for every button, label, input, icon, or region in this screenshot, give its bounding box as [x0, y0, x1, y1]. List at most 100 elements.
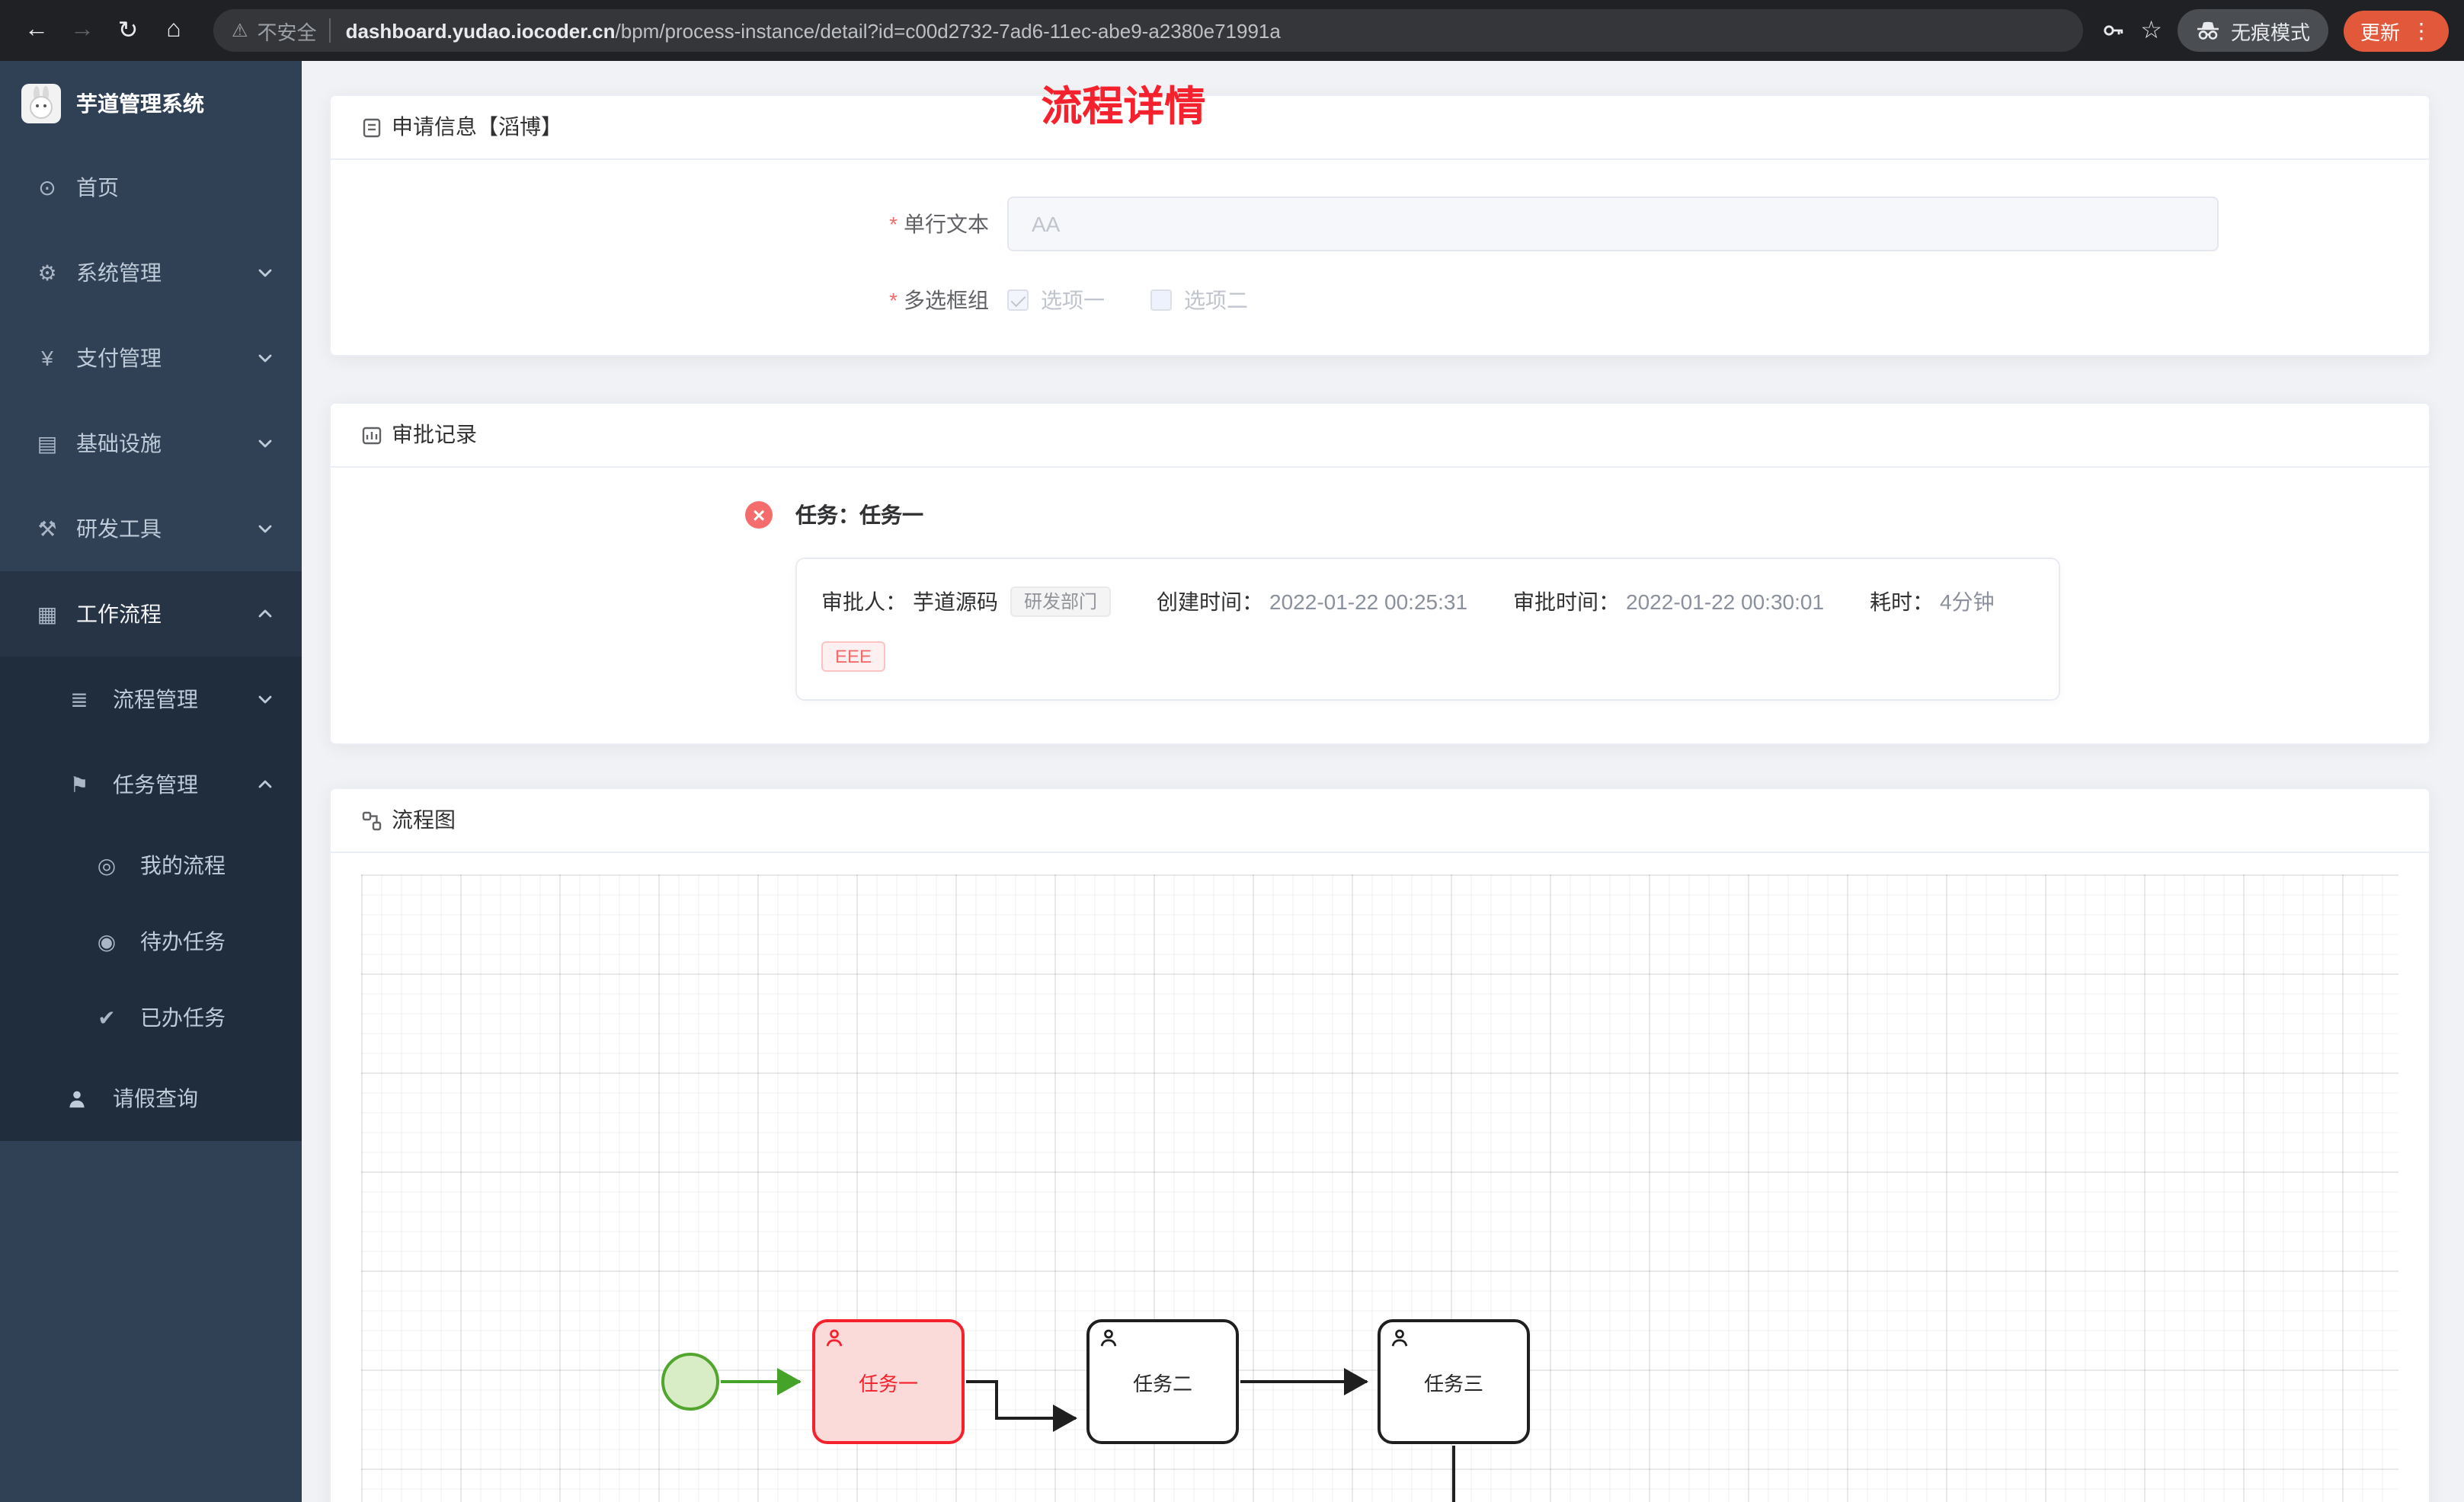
bpmn-task-node-3[interactable]: 任务三 — [1378, 1319, 1530, 1444]
document-icon — [361, 117, 382, 138]
sidebar-item-process-management[interactable]: ≣ 流程管理 — [0, 657, 302, 742]
approved-time: 2022-01-22 00:30:01 — [1626, 590, 1825, 614]
app-logo[interactable]: 芋道管理系统 — [0, 61, 302, 145]
sidebar-item-my-processes[interactable]: ◎ 我的流程 — [0, 827, 302, 903]
apply-info-card: 申请信息【滔博】 *单行文本 AA *多选框组 — [329, 94, 2430, 356]
node-label: 任务一 — [858, 1372, 918, 1395]
eye-icon: ◉ — [97, 928, 117, 953]
chevron-up-icon — [258, 780, 272, 788]
checkbox-checked-icon — [1007, 289, 1029, 311]
yen-icon: ¥ — [41, 346, 53, 370]
sidebar-menu: ⊙ 首页 ⚙ 系统管理 ¥ 支付管理 ▤ 基础设施 — [0, 145, 302, 1141]
menu-label: 流程管理 — [113, 687, 198, 711]
comment-tag: EEE — [821, 641, 886, 672]
menu-label: 研发工具 — [76, 516, 162, 541]
required-mark: * — [889, 212, 898, 236]
bpmn-canvas[interactable]: 任务一 任务二 任务三 — [361, 874, 2398, 1502]
task-detail-card: 审批人： 芋道源码 研发部门 创建时间： 2022-01-22 00:25:31… — [795, 558, 2060, 701]
sidebar-item-leave-query[interactable]: 请假查询 — [0, 1056, 302, 1141]
url-path: /bpm/process-instance/detail?id=c00d2732… — [615, 19, 1281, 42]
sidebar-item-task-management[interactable]: ⚑ 任务管理 — [0, 742, 302, 827]
sidebar-item-devtools[interactable]: ⚒ 研发工具 — [0, 486, 302, 571]
update-button[interactable]: 更新 ⋮ — [2343, 10, 2449, 51]
checkbox-option-2[interactable]: 选项二 — [1150, 285, 1248, 315]
diagram-icon — [361, 810, 382, 831]
text-field-label: *单行文本 — [361, 209, 1007, 239]
dept-tag: 研发部门 — [1010, 586, 1112, 617]
menu-label: 工作流程 — [76, 602, 162, 626]
checkbox-label: 选项二 — [1184, 288, 1248, 312]
security-label: 不安全 — [257, 21, 317, 43]
sidebar: 芋道管理系统 ⊙ 首页 ⚙ 系统管理 ¥ 支付管理 ▤ — [0, 61, 302, 1502]
menu-label: 待办任务 — [140, 929, 226, 954]
menu-label: 请假查询 — [113, 1086, 198, 1111]
field-label-text: 单行文本 — [904, 212, 989, 236]
sidebar-item-infrastructure[interactable]: ▤ 基础设施 — [0, 401, 302, 486]
sidebar-item-home[interactable]: ⊙ 首页 — [0, 145, 302, 230]
user-icon — [67, 1088, 91, 1108]
timeline-item: × 任务：任务一 审批人： 芋道源码 研发部门 创建时间： 2022-01-22… — [361, 501, 2398, 701]
workflow-icon: ▦ — [37, 601, 58, 625]
browser-chrome: ← → ↻ ⌂ ⚠ 不安全 dashboard.yudao.iocoder.cn… — [0, 0, 2464, 61]
menu-label: 已办任务 — [140, 1005, 226, 1030]
not-secure-icon: ⚠ — [232, 20, 248, 41]
reload-button[interactable]: ↻ — [117, 18, 139, 44]
chevron-down-icon — [258, 269, 272, 277]
url-host: dashboard.yudao.iocoder.cn — [345, 19, 616, 42]
bpmn-task-node-2[interactable]: 任务二 — [1086, 1319, 1239, 1444]
node-label: 任务二 — [1132, 1372, 1192, 1395]
checkbox-label: 选项一 — [1041, 288, 1105, 312]
bookmark-star-icon[interactable]: ☆ — [2140, 18, 2162, 44]
checkbox-group-label: *多选框组 — [361, 285, 1007, 315]
update-label: 更新 — [2360, 21, 2400, 43]
approver-label: 审批人： — [821, 590, 907, 614]
bpmn-task-node-1[interactable]: 任务一 — [812, 1319, 965, 1444]
sidebar-item-payment[interactable]: ¥ 支付管理 — [0, 315, 302, 401]
approver-name: 芋道源码 — [913, 590, 998, 614]
process-diagram-card: 流程图 — [329, 788, 2430, 1502]
menu-label: 任务管理 — [113, 772, 198, 797]
record-icon — [361, 424, 382, 446]
checkbox-unchecked-icon — [1150, 289, 1172, 311]
sidebar-item-workflow[interactable]: ▦ 工作流程 — [0, 571, 302, 657]
chevron-down-icon — [258, 439, 272, 448]
browser-menu-icon[interactable]: ⋮ — [2411, 18, 2432, 42]
approval-timeline: × 任务：任务一 审批人： 芋道源码 研发部门 创建时间： 2022-01-22… — [331, 468, 2429, 743]
node-label: 任务三 — [1423, 1372, 1483, 1395]
home-button[interactable]: ⌂ — [166, 17, 181, 43]
chevron-up-icon — [258, 609, 272, 618]
process-diagram-card-header: 流程图 — [331, 789, 2429, 853]
dashboard-icon: ⊙ — [38, 174, 56, 199]
checkbox-option-1[interactable]: 选项一 — [1007, 285, 1105, 315]
sidebar-item-done-tasks[interactable]: ✔ 已办任务 — [0, 979, 302, 1056]
chevron-down-icon — [258, 525, 272, 533]
my-process-icon: ◎ — [97, 852, 117, 877]
page-title: 流程详情 — [1041, 84, 1206, 129]
bpmn-connectors — [721, 1368, 1455, 1502]
address-bar[interactable]: ⚠ 不安全 dashboard.yudao.iocoder.cn/bpm/pro… — [213, 9, 2083, 52]
approval-record-card-header: 审批记录 — [331, 404, 2429, 468]
single-line-text-input[interactable]: AA — [1007, 197, 2219, 251]
input-value: AA — [1032, 212, 1061, 236]
back-button[interactable]: ← — [24, 17, 49, 43]
main-content: 流程详情 申请信息【滔博】 *单行文本 AA — [302, 61, 2464, 1502]
sidebar-item-todo-tasks[interactable]: ◉ 待办任务 — [0, 903, 302, 979]
required-mark: * — [889, 288, 898, 312]
menu-label: 基础设施 — [76, 431, 162, 455]
bpmn-start-event[interactable] — [661, 1353, 719, 1411]
sidebar-item-system[interactable]: ⚙ 系统管理 — [0, 230, 302, 315]
incognito-label: 无痕模式 — [2230, 21, 2310, 43]
process-list-icon: ≣ — [70, 686, 88, 711]
menu-label: 我的流程 — [140, 853, 226, 877]
rejected-status-icon: × — [745, 501, 773, 529]
user-task-icon — [1099, 1328, 1118, 1348]
forward-button[interactable]: → — [70, 17, 94, 43]
created-label: 创建时间： — [1157, 590, 1264, 614]
workflow-submenu: ≣ 流程管理 ⚑ 任务管理 ◎ 我的流程 ◉ 待 — [0, 657, 302, 1141]
omnibox-divider — [328, 18, 331, 43]
approval-record-card: 审批记录 × 任务：任务一 审批人： 芋道源码 研发部门 创建时间： 2022 — [329, 402, 2430, 745]
key-icon[interactable] — [2101, 18, 2125, 43]
field-label-text: 多选框组 — [904, 288, 989, 312]
menu-label: 首页 — [76, 175, 119, 200]
card-title: 流程图 — [392, 807, 456, 832]
